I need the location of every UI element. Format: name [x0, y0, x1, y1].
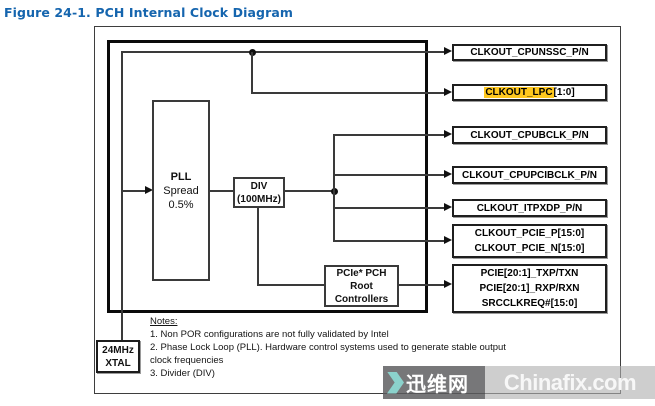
arrowhead-cpupcibclk: [444, 170, 452, 178]
wire-div-down: [257, 207, 259, 286]
signal-pcie-rx: PCIE[20:1]_RXP/RXN: [479, 283, 580, 294]
figure-frame: [94, 26, 621, 394]
wire-branch-lpc-vertical: [251, 52, 253, 93]
output-box-cpubclk: CLKOUT_CPUBCLK_P/N: [452, 126, 607, 144]
pcie-root-line2: Root: [350, 280, 373, 292]
signal-lpc-range: [1:0]: [553, 87, 575, 98]
notes-section: Notes: 1. Non POR configurations are not…: [150, 315, 615, 380]
pll-label: PLL: [170, 170, 192, 183]
output-box-lpc: CLKOUT_LPC[1:0]: [452, 84, 607, 101]
watermark: 迅维网 Chinafix.com: [383, 366, 655, 399]
wire-to-lpc: [251, 92, 445, 94]
chevron-icon: [387, 371, 404, 394]
wire-div-to-junction: [284, 190, 335, 192]
xtal-frequency: 24MHz: [102, 344, 134, 356]
signal-pcie-p: CLKOUT_PCIE_P[15:0]: [474, 228, 585, 239]
note-2-continued: clock frequencies: [150, 355, 224, 366]
figure-title: Figure 24-1. PCH Internal Clock Diagram: [4, 5, 294, 20]
wire-branch-vertical: [333, 134, 335, 242]
output-box-pcie-txrx: PCIE[20:1]_TXP/TXN PCIE[20:1]_RXP/RXN SR…: [452, 264, 607, 313]
pcie-root-line1: PCIe* PCH: [336, 267, 387, 279]
div-label: DIV: [250, 180, 268, 192]
signal-lpc-highlighted: CLKOUT_LPC: [484, 87, 554, 98]
watermark-cn-segment: 迅维网: [383, 366, 485, 399]
arrowhead-pll: [145, 186, 153, 194]
output-box-cpunssc: CLKOUT_CPUNSSC_P/N: [452, 44, 607, 61]
wire-to-cpupcibclk: [333, 174, 445, 176]
pll-block: PLL Spread 0.5%: [152, 100, 210, 281]
div-frequency: (100MHz): [237, 193, 281, 205]
output-box-cpupcibclk: CLKOUT_CPUPCIBCLK_P/N: [452, 166, 607, 184]
wire-into-pll: [121, 190, 146, 192]
watermark-cn-text: 迅维网: [406, 374, 469, 396]
wire-into-pcie-root: [257, 284, 324, 286]
arrowhead-lpc: [444, 88, 452, 96]
note-1: 1. Non POR configurations are not fully …: [150, 329, 389, 340]
pll-spread-value: 0.5%: [168, 198, 194, 211]
wire-pll-to-div: [210, 190, 234, 192]
signal-itpxdp: CLKOUT_ITPXDP_P/N: [476, 202, 583, 214]
output-box-itpxdp: CLKOUT_ITPXDP_P/N: [452, 199, 607, 217]
signal-lpc: CLKOUT_LPC[1:0]: [484, 85, 575, 100]
pcie-root-line3: Controllers: [334, 293, 389, 305]
arrowhead-pcie-txrx: [444, 280, 452, 288]
div-block: DIV (100MHz): [233, 177, 285, 208]
arrowhead-cpunssc: [444, 47, 452, 55]
watermark-site-text: Chinafix.com: [485, 366, 655, 399]
wire-pcie-root-out: [399, 284, 445, 286]
wire-to-cpubclk: [333, 134, 445, 136]
signal-cpubclk: CLKOUT_CPUBCLK_P/N: [470, 129, 589, 141]
arrowhead-cpubclk: [444, 130, 452, 138]
arrowhead-itpxdp: [444, 203, 452, 211]
arrowhead-pcie-pn: [444, 236, 452, 244]
signal-srcclkreq: SRCCLKREQ#[15:0]: [481, 298, 578, 309]
note-3: 3. Divider (DIV): [150, 368, 215, 379]
wire-to-itpxdp: [333, 207, 445, 209]
signal-pcie-tx: PCIE[20:1]_TXP/TXN: [480, 268, 579, 279]
notes-heading: Notes:: [150, 316, 178, 327]
pcie-root-block: PCIe* PCH Root Controllers: [324, 265, 399, 307]
signal-cpupcibclk: CLKOUT_CPUPCIBCLK_P/N: [461, 169, 597, 181]
xtal-block: 24MHz XTAL: [96, 340, 140, 373]
output-box-pcie-pn: CLKOUT_PCIE_P[15:0] CLKOUT_PCIE_N[15:0]: [452, 224, 607, 258]
note-2: 2. Phase Lock Loop (PLL). Hardware contr…: [150, 342, 506, 353]
pll-spread-label: Spread: [163, 184, 199, 197]
wire-to-pcie-pn: [333, 240, 445, 242]
pch-boundary-box: [107, 40, 428, 313]
signal-cpunssc: CLKOUT_CPUNSSC_P/N: [470, 47, 589, 58]
wire-xtal-vertical: [121, 52, 123, 341]
xtal-label: XTAL: [105, 357, 131, 369]
signal-pcie-n: CLKOUT_PCIE_N[15:0]: [474, 243, 585, 254]
wire-top-to-cpunssc: [121, 51, 445, 53]
